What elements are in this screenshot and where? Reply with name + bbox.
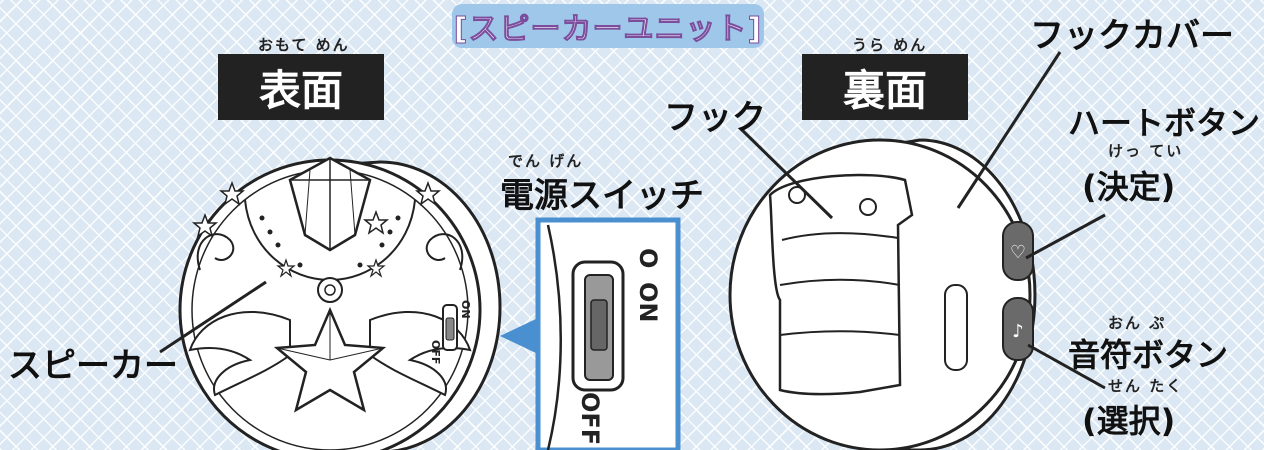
- note-button-label: 音符ボタン: [1068, 336, 1229, 374]
- power-switch-label: 電源スイッチ: [500, 176, 704, 216]
- note-ruby: おん ぷ: [1108, 314, 1167, 332]
- title-badge: [スピーカーユニット]: [452, 4, 764, 48]
- power-ruby: でん げん: [508, 152, 584, 170]
- svg-text:♪: ♪: [1012, 321, 1024, 342]
- switch-inset: O ON OFF: [500, 217, 681, 450]
- heart-button-label: ハートボタン: [1068, 104, 1261, 142]
- back-label-box: 裏面: [802, 54, 968, 120]
- front-switch-on-text: ON: [459, 300, 472, 319]
- heart-ruby: けっ てい: [1108, 142, 1184, 160]
- hook-label: フック: [664, 98, 766, 138]
- svg-text:♡: ♡: [1010, 242, 1026, 263]
- hook-cover-label: フックカバー: [1030, 16, 1234, 56]
- switch-on-text: ON: [634, 282, 662, 323]
- note-sub-label: (選択): [1082, 402, 1176, 440]
- back-device: ♡ ♪: [728, 138, 1037, 450]
- front-device: [178, 156, 502, 450]
- back-ruby: うら めん: [852, 36, 928, 54]
- switch-off-text: OFF: [576, 392, 604, 445]
- front-label-box: 表面: [218, 54, 384, 120]
- switch-mark-text: O: [634, 248, 662, 268]
- leader-lines: [159, 51, 1106, 390]
- heart-sub-label: (決定): [1082, 168, 1176, 206]
- front-switch-off-text: OFF: [429, 340, 442, 364]
- front-ruby: おもて めん: [258, 36, 350, 54]
- note-sub-ruby: せん たく: [1108, 377, 1184, 395]
- speaker-label: スピーカー: [8, 346, 178, 386]
